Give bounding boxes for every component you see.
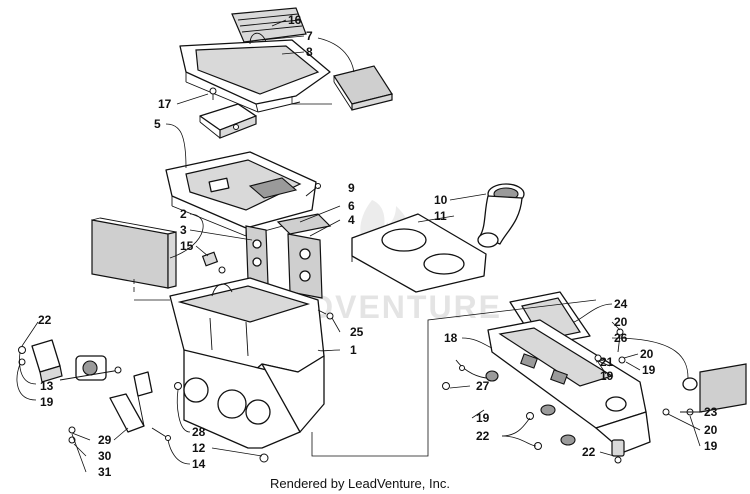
part-26-cap[interactable] [682, 377, 698, 391]
callout-19-left[interactable]: 19 [40, 395, 54, 409]
callout-20-top[interactable]: 20 [614, 315, 628, 329]
part-22-nut-left[interactable] [18, 346, 26, 354]
callout-28[interactable]: 28 [192, 425, 206, 439]
part-28-grommet[interactable] [174, 382, 182, 390]
part-6-seal[interactable] [276, 213, 332, 235]
callout-24[interactable]: 24 [614, 297, 628, 311]
part-9-screw[interactable] [305, 183, 321, 197]
part-13-bracket[interactable] [31, 339, 63, 383]
callout-19-duct[interactable]: 19 [600, 369, 614, 383]
part-18-intake-duct[interactable] [487, 319, 651, 453]
leader-lines [16, 19, 702, 473]
part-4-gasket[interactable] [287, 233, 323, 299]
callout-10[interactable]: 10 [434, 193, 448, 207]
valve-body [59, 355, 122, 381]
part-22-clamp-bottom[interactable] [611, 439, 625, 464]
part-14-bolt[interactable] [151, 427, 171, 441]
callout-6[interactable]: 6 [348, 199, 355, 213]
callout-15[interactable]: 15 [180, 239, 194, 253]
callout-5[interactable]: 5 [154, 117, 161, 131]
callout-20-mid[interactable]: 20 [640, 347, 654, 361]
part-21-bolt[interactable] [594, 354, 611, 367]
callout-13[interactable]: 13 [40, 379, 54, 393]
callout-8[interactable]: 8 [306, 45, 313, 59]
part-8-filter-pad[interactable] [333, 65, 393, 111]
callout-18[interactable]: 18 [444, 331, 458, 345]
part-29-bracket[interactable] [109, 371, 153, 433]
callout-26[interactable]: 26 [614, 331, 628, 345]
part-19-washer-right[interactable] [680, 408, 700, 416]
callout-21[interactable]: 21 [600, 355, 614, 369]
callout-9[interactable]: 9 [348, 181, 355, 195]
callout-3[interactable]: 3 [180, 223, 187, 237]
part-16-filter-cover[interactable] [231, 7, 307, 43]
callout-22-left[interactable]: 22 [38, 313, 52, 327]
callout-14[interactable]: 14 [192, 457, 206, 471]
part-31-bolt[interactable] [68, 426, 91, 441]
part-25-screw[interactable] [317, 309, 334, 320]
callout-19-lower[interactable]: 19 [476, 411, 490, 425]
part-10-intake-boot[interactable] [477, 183, 525, 248]
callout-17[interactable]: 17 [158, 97, 172, 111]
callout-25[interactable]: 25 [350, 325, 364, 339]
callout-29[interactable]: 29 [98, 433, 112, 447]
part-17-bolt[interactable] [209, 87, 217, 100]
callout-22-bottom[interactable]: 22 [582, 445, 596, 459]
part-27-hose[interactable] [455, 359, 499, 382]
callout-12[interactable]: 12 [192, 441, 206, 455]
callout-2[interactable]: 2 [180, 207, 187, 221]
callout-7[interactable]: 7 [306, 29, 313, 43]
callout-31[interactable]: 31 [98, 465, 112, 479]
callout-30[interactable]: 30 [98, 449, 112, 463]
part-1-airbox-body[interactable] [169, 277, 325, 449]
part-19-washer-left[interactable] [18, 358, 26, 366]
callout-27[interactable]: 27 [476, 379, 490, 393]
callout-20-right[interactable]: 20 [704, 423, 718, 437]
callout-1[interactable]: 1 [350, 343, 357, 357]
part-20-washer-right[interactable] [662, 408, 670, 416]
callout-22-mid[interactable]: 22 [476, 429, 490, 443]
sensor-module [199, 103, 257, 139]
callout-4[interactable]: 4 [348, 213, 355, 227]
callout-11[interactable]: 11 [434, 209, 447, 223]
part-2-foam-filter[interactable] [91, 217, 177, 289]
part-5-airbox-tray[interactable] [165, 151, 317, 237]
part-23-filter-element[interactable] [699, 363, 747, 413]
callout-23[interactable]: 23 [704, 405, 718, 419]
footer-credit: Rendered by LeadVenture, Inc. [270, 476, 450, 491]
callouts: 16 7 8 17 5 9 6 4 2 3 15 10 11 24 20 26 … [38, 13, 718, 479]
part-11-adapter-plate[interactable] [351, 213, 487, 293]
part-3-gasket[interactable] [245, 225, 269, 285]
callout-19-mid[interactable]: 19 [642, 363, 656, 377]
part-19-washer-mid[interactable] [618, 356, 626, 364]
part-22-nuts-right[interactable] [442, 382, 576, 450]
part-7-lid-frame[interactable] [179, 32, 331, 113]
callout-19-right[interactable]: 19 [704, 439, 718, 453]
part-15-plug[interactable] [201, 251, 226, 274]
part-12-drain-plug[interactable] [259, 453, 269, 463]
callout-16[interactable]: 16 [288, 13, 302, 27]
